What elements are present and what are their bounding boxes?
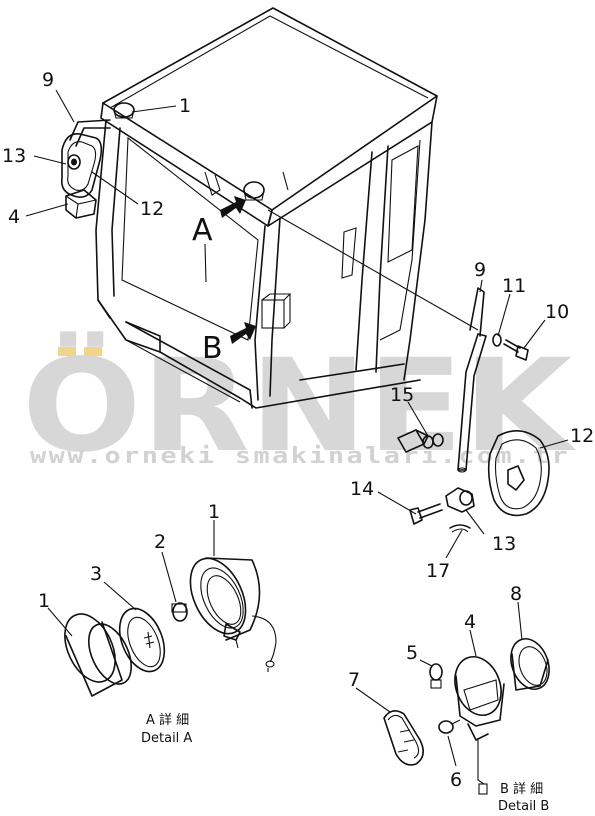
watermark-brand: ÖRNEK	[22, 331, 577, 481]
watermark-umlaut-right	[84, 347, 102, 356]
watermark: ÖRNEK www.orneki smakinalari.com.tr	[22, 331, 577, 481]
cab-lamp-a	[243, 181, 265, 201]
watermark-url: www.orneki smakinalari.com.tr	[30, 444, 570, 469]
callout-1-lamp-housing: 1	[208, 501, 220, 523]
callout-4-left-lamp: 4	[8, 206, 20, 228]
detail-b-bezel	[510, 638, 550, 691]
callout-7-lens: 7	[348, 669, 360, 691]
detail-a-ring	[64, 613, 132, 697]
detail-a-bulb	[171, 602, 188, 622]
callout-3-lens: 3	[90, 563, 102, 585]
callout-12-left-mirror: 12	[140, 198, 164, 220]
callout-10-bolt: 10	[545, 301, 569, 323]
callout-12-right-mirror: 12	[570, 425, 594, 447]
roof-lamp	[113, 102, 135, 119]
callout-13-left-clamp: 13	[2, 145, 26, 167]
callout-17-pin: 17	[426, 560, 450, 582]
detail-a-caption-en: Detail A	[141, 731, 192, 746]
left-mirror-assembly	[60, 119, 111, 219]
callout-5-bulb: 5	[406, 642, 418, 664]
right-mirror-assembly	[397, 287, 550, 533]
detail-b-small-bulb	[438, 719, 461, 734]
detail-b-caption-en: Detail B	[498, 799, 549, 814]
callout-13-right-clamp: 13	[492, 533, 516, 555]
view-arrow-a-label: A	[192, 213, 213, 248]
callout-6-small-bulb: 6	[450, 769, 462, 791]
detail-a-housing	[189, 557, 277, 672]
view-arrow-b: B	[202, 322, 256, 366]
detail-b-bulb	[429, 663, 443, 689]
detail-a: A 詳 細 Detail A	[64, 557, 277, 746]
detail-b: B 詳 細 Detail B	[383, 638, 550, 814]
view-arrow-a: A	[192, 196, 246, 283]
detail-b-housing	[454, 656, 505, 795]
callout-1-cab-lamp: 1	[179, 95, 191, 117]
watermark-umlaut-left	[58, 347, 76, 356]
callout-11-washer: 11	[502, 275, 526, 297]
leader-lines	[25, 89, 569, 767]
callout-9-left-bracket: 9	[42, 69, 54, 91]
detail-a-caption-jp: A 詳 細	[146, 712, 189, 728]
callout-4-lamp-housing: 4	[464, 611, 476, 633]
callout-8-bezel: 8	[510, 583, 522, 605]
callout-1-ring: 1	[38, 590, 50, 612]
detail-a-lens	[118, 607, 166, 673]
view-arrow-b-label: B	[202, 331, 223, 366]
callout-2-bulb: 2	[154, 531, 166, 553]
callout-14-bolt: 14	[350, 478, 374, 500]
detail-b-lens	[383, 710, 424, 766]
callout-labels: 1 9 13 12 4 9 11 10 15 12 14 13 17 1 3 2…	[2, 69, 594, 791]
callout-9-right-rod: 9	[474, 259, 486, 281]
callout-15-nut: 15	[390, 384, 414, 406]
detail-b-caption-jp: B 詳 細	[500, 781, 543, 797]
cab-assembly	[95, 7, 479, 409]
